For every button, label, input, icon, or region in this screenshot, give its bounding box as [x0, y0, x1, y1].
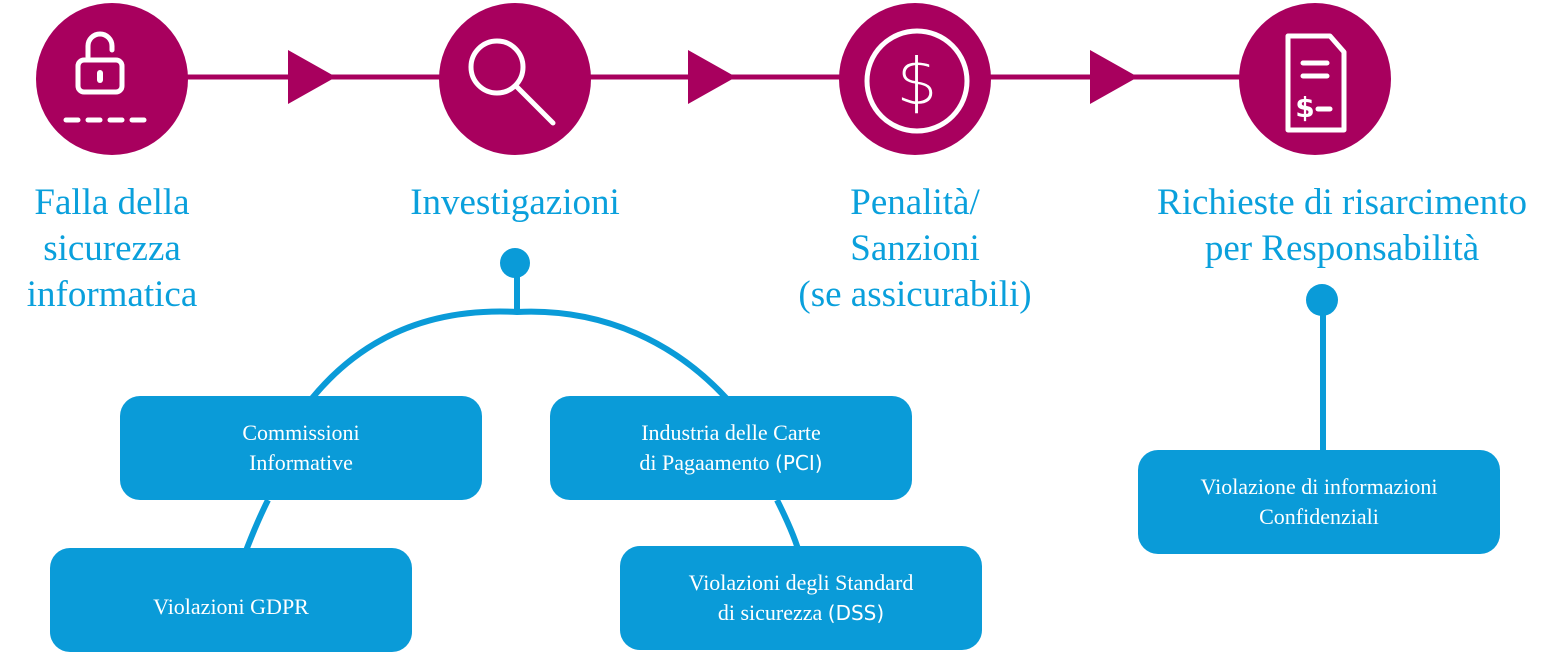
step-circle-4	[1239, 3, 1391, 155]
gdpr-box: Violazioni GDPR	[50, 548, 412, 652]
step-label-2: Investigazioni	[410, 182, 620, 223]
pci-box: Industria delle Carte di Pagaamento (PCI…	[550, 396, 912, 500]
arrow-head-2	[688, 50, 736, 104]
dss-box: Violazioni degli Standard di sicurezza (…	[620, 546, 982, 650]
svg-text:$: $	[897, 46, 938, 120]
step-label-1: Falla della sicurezza informatica	[26, 182, 198, 315]
svg-text:$: $	[1295, 91, 1314, 124]
step-circle-2	[439, 3, 591, 155]
commissioni-informative-box: Commissioni Informative	[120, 396, 482, 500]
step-label-4: Richieste di risarcimento per Responsabi…	[1157, 182, 1527, 269]
arrow-head-3	[1090, 50, 1138, 104]
step-label-3: Penalità/ Sanzioni (se assicurabili)	[798, 182, 1032, 315]
arrow-head-1	[288, 50, 336, 104]
investigations-branch-arc	[297, 308, 743, 416]
dollar-icon: $	[864, 28, 970, 134]
invoice-document-icon: $	[1285, 33, 1347, 133]
investigations-node-dot	[500, 248, 530, 278]
confidenziali-box: Violazione di informazioni Confidenziali	[1138, 450, 1500, 554]
liability-node-dot	[1306, 284, 1338, 316]
unlocked-padlock-icon	[63, 31, 147, 123]
magnifier-icon	[468, 38, 556, 126]
step-circle-1	[36, 3, 188, 155]
